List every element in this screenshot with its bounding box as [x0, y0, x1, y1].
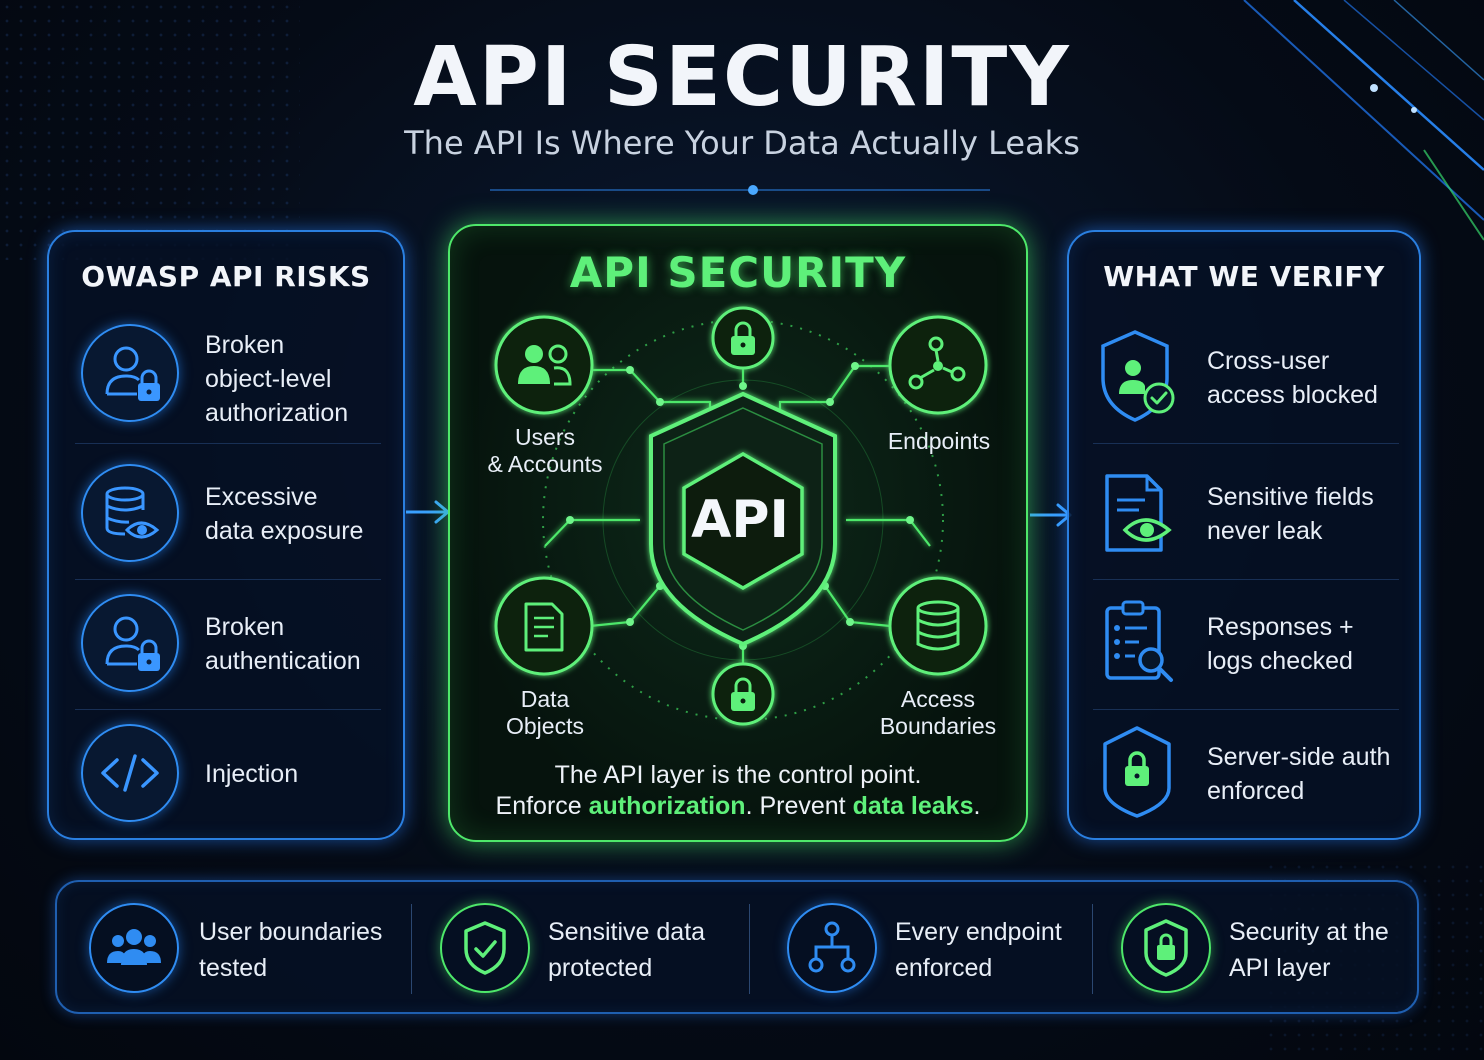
feature-label-line: API layer	[1229, 954, 1331, 982]
lock-node-bottom	[711, 662, 775, 726]
risk-label-line: Injection	[205, 760, 299, 788]
feature-label-line: Sensitive data	[548, 918, 706, 946]
shield-lock-icon	[1103, 726, 1171, 818]
arrow-right-icon	[406, 500, 450, 524]
api-security-heading: API SECURITY	[569, 248, 907, 297]
risk-label-line: Excessive	[205, 483, 318, 511]
verify-item: Sensitive fields never leak	[1093, 450, 1399, 580]
lock-node-top	[711, 306, 775, 370]
shield-lock-icon	[1121, 903, 1211, 993]
feature-divider	[411, 904, 412, 994]
feature-item: User boundaries tested	[89, 882, 409, 1016]
feature-label-line: tested	[199, 954, 268, 982]
corner-light-streaks	[1243, 0, 1484, 241]
shield-check-icon	[440, 903, 530, 993]
feature-divider	[749, 904, 750, 994]
verify-label-line: Cross-user	[1207, 347, 1330, 375]
verify-label-line: enforced	[1207, 777, 1305, 805]
risk-label-line: object-level	[205, 365, 332, 393]
owasp-risks-heading: OWASP API RISKS	[81, 260, 371, 293]
highlight-data-leaks: data leaks	[852, 792, 974, 820]
shield-user-check-icon	[1101, 330, 1175, 422]
risk-label-line: Broken	[205, 331, 285, 359]
feature-item: Every endpoint enforced	[787, 882, 1087, 1016]
risk-item: Injection	[75, 710, 381, 840]
node-label-access-boundaries: Access Boundaries	[879, 686, 997, 739]
user-lock-icon	[81, 594, 179, 692]
user-lock-icon	[81, 324, 179, 422]
feature-label-line: enforced	[895, 954, 993, 982]
verify-label-line: Responses +	[1207, 613, 1354, 641]
title-divider	[490, 185, 990, 195]
hierarchy-icon	[787, 903, 877, 993]
page-subtitle: The API Is Where Your Data Actually Leak…	[404, 124, 1080, 162]
risk-item: Excessive data exposure	[75, 450, 381, 580]
page-title: API SECURITY	[413, 30, 1071, 125]
feature-label-line: User boundaries	[199, 918, 383, 946]
feature-item: Security at the API layer	[1121, 882, 1411, 1016]
risk-label-line: data exposure	[205, 517, 364, 545]
api-core-label: API	[691, 490, 789, 550]
risk-label-line: authorization	[205, 399, 349, 427]
risk-item: Broken object-level authorization	[75, 314, 381, 444]
clipboard-search-icon	[1105, 600, 1173, 682]
verify-label-line: logs checked	[1207, 647, 1353, 675]
what-we-verify-heading: WHAT WE VERIFY	[1103, 260, 1385, 293]
risk-label-line: Broken	[205, 613, 285, 641]
verify-item: Cross-user access blocked	[1093, 314, 1399, 444]
node-label-data-objects: Data Objects	[506, 686, 584, 739]
center-caption: The API layer is the control point. Enfo…	[495, 761, 981, 820]
feature-divider	[1092, 904, 1093, 994]
node-label-endpoints: Endpoints	[887, 428, 991, 454]
feature-item: Sensitive data protected	[440, 882, 740, 1016]
user-group-icon	[89, 903, 179, 993]
verify-label-line: Server-side auth	[1207, 743, 1391, 771]
node-label-users: Users & Accounts	[487, 424, 603, 477]
highlight-authorization: authorization	[588, 792, 746, 820]
document-eye-icon	[1105, 474, 1172, 552]
owasp-risks-panel: OWASP API RISKS Broken object-level auth…	[47, 230, 405, 840]
features-bar: User boundaries tested Sensitive data pr…	[55, 880, 1419, 1014]
background-dot-grid	[0, 0, 300, 260]
feature-label-line: Every endpoint	[895, 918, 1062, 946]
verify-label-line: access blocked	[1207, 381, 1378, 409]
what-we-verify-panel: WHAT WE VERIFY Cross-user access blocked…	[1067, 230, 1421, 840]
code-icon	[81, 724, 179, 822]
verify-label-line: never leak	[1207, 517, 1323, 545]
risk-item: Broken authentication	[75, 580, 381, 710]
api-security-panel: API SECURITY	[448, 224, 1028, 842]
risk-label-line: authentication	[205, 647, 361, 675]
feature-label-line: Security at the	[1229, 918, 1389, 946]
verify-label-line: Sensitive fields	[1207, 483, 1374, 511]
verify-item: Responses + logs checked	[1093, 580, 1399, 710]
database-eye-icon	[81, 464, 179, 562]
api-network-diagram	[494, 306, 988, 726]
feature-label-line: protected	[548, 954, 653, 982]
verify-item: Server-side auth enforced	[1093, 710, 1399, 840]
